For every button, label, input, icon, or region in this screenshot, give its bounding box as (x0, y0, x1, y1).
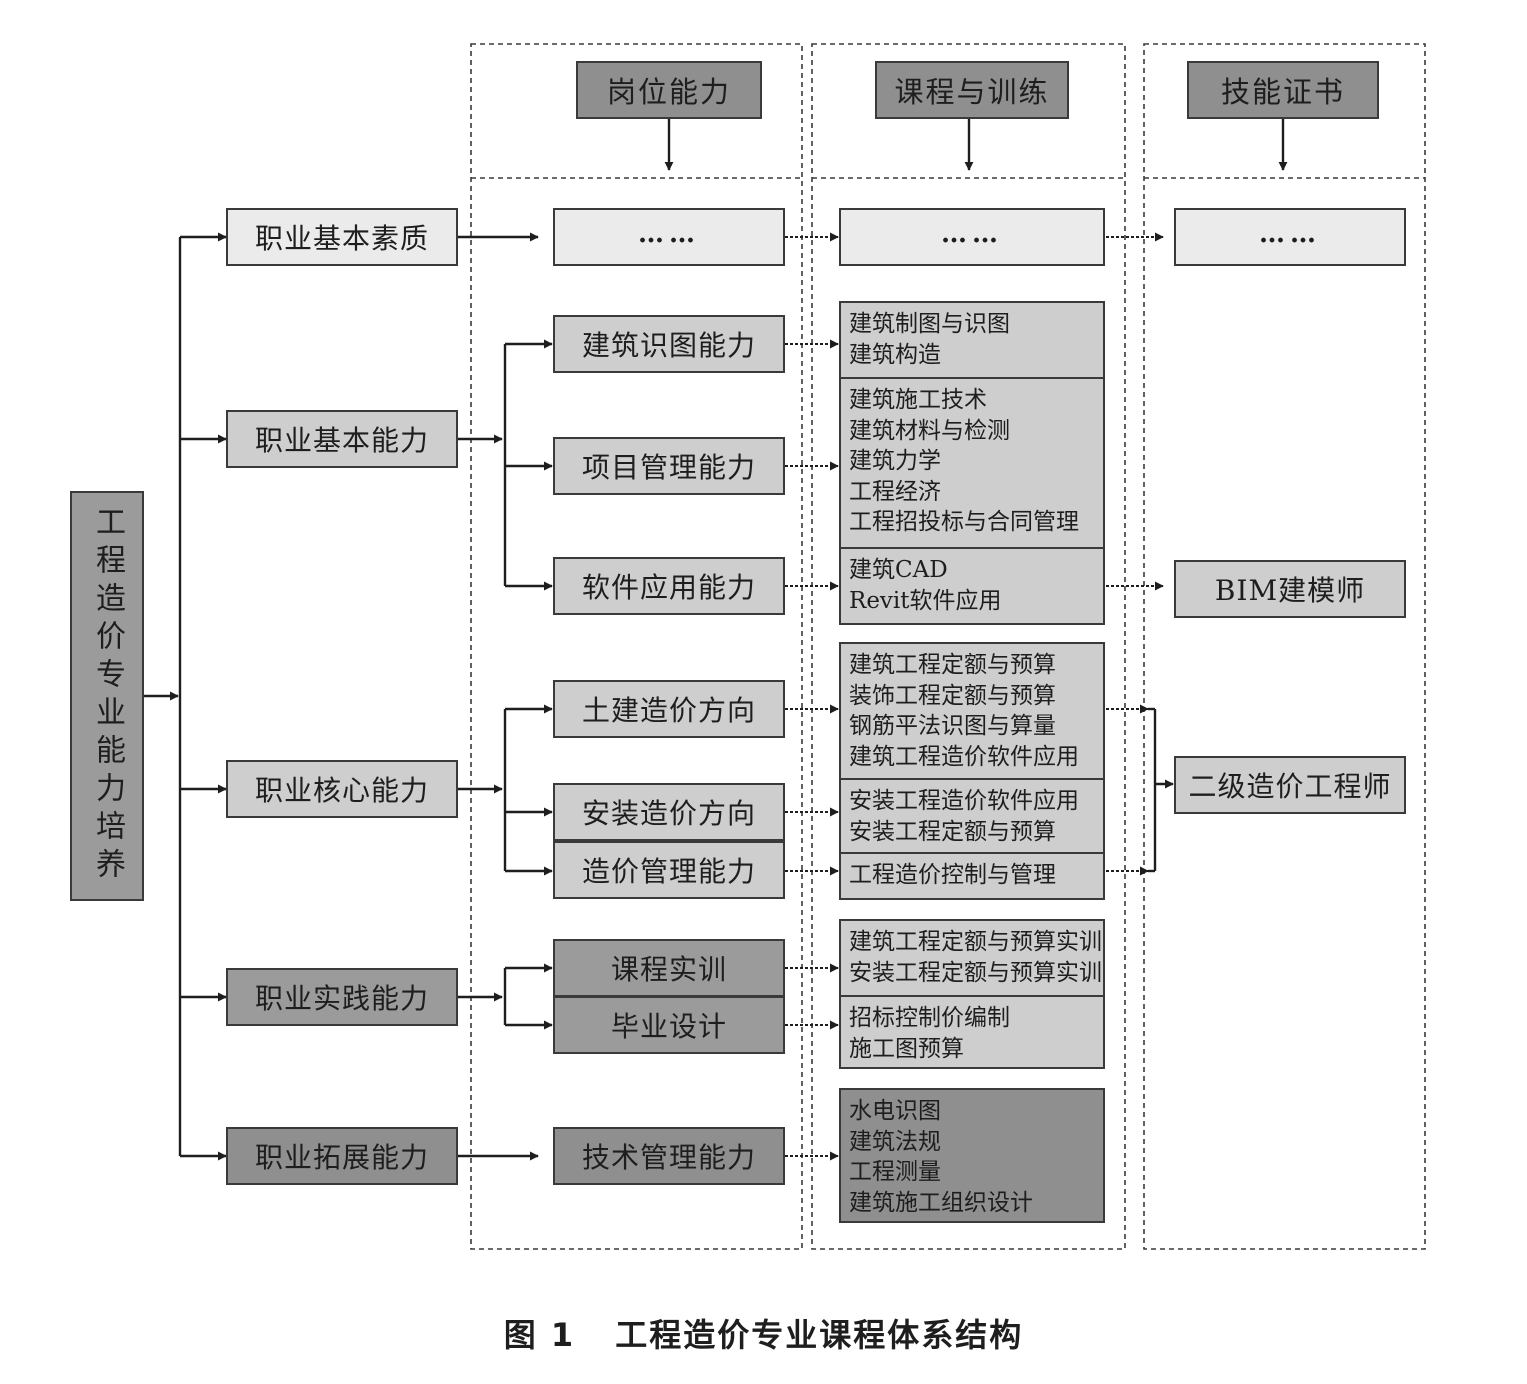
figure-caption: 图 1 工程造价专业课程体系结构 (0, 1310, 1527, 1356)
frame-course-column (811, 43, 1126, 1250)
root-label: 工程造价专业能力培养 (90, 506, 125, 886)
course-group-cost-mgmt: 工程造价控制与管理 (839, 852, 1105, 900)
category-extend: 职业拓展能力 (226, 1127, 458, 1185)
course-item: Revit软件应用 (849, 587, 1002, 614)
frame-certificate-column (1143, 43, 1426, 1250)
course-item: 建筑工程造价软件应用 (849, 743, 1079, 770)
figure-title: 工程造价专业课程体系结构 (615, 1316, 1024, 1354)
course-item: 招标控制价编制 (849, 1005, 1010, 1031)
course-item: 建筑法规 (849, 1128, 941, 1155)
course-item: 安装工程定额与预算 (849, 818, 1056, 845)
course-item: 建筑施工技术 (849, 387, 987, 413)
course-group-software: 建筑CAD Revit软件应用 (839, 547, 1105, 625)
ability-cost-mgmt: 造价管理能力 (553, 841, 785, 899)
course-item: 装饰工程定额与预算 (849, 682, 1056, 709)
ability-software: 软件应用能力 (553, 557, 785, 615)
solid-connectors (144, 118, 1288, 1161)
ability-ellipsis: …… (553, 208, 785, 266)
column-frames (470, 43, 1426, 1250)
category-practice: 职业实践能力 (226, 968, 458, 1026)
category-quality: 职业基本素质 (226, 208, 458, 266)
ability-graduation: 毕业设计 (553, 996, 785, 1054)
course-ellipsis: …… (839, 208, 1105, 266)
course-item: 工程造价控制与管理 (849, 862, 1056, 888)
course-group-tech-mgmt: 水电识图 建筑法规 工程测量 建筑施工组织设计 (839, 1088, 1105, 1223)
ability-civil: 土建造价方向 (553, 680, 785, 738)
dashed-connectors (785, 232, 1164, 1161)
course-item: 建筑材料与检测 (849, 417, 1010, 444)
category-basic: 职业基本能力 (226, 410, 458, 468)
course-item: 施工图预算 (849, 1035, 964, 1062)
course-item: 建筑CAD (849, 557, 948, 583)
category-core: 职业核心能力 (226, 760, 458, 818)
ability-drawing: 建筑识图能力 (553, 315, 785, 373)
frame-position-column (470, 43, 803, 1250)
ability-training: 课程实训 (553, 939, 785, 997)
certificate-ellipsis: …… (1174, 208, 1406, 266)
certificate-cost-engineer: 二级造价工程师 (1174, 756, 1406, 814)
course-item: 建筑工程定额与预算实训 (849, 929, 1102, 955)
course-item: 安装工程造价软件应用 (849, 788, 1079, 814)
course-item: 工程经济 (849, 478, 941, 505)
course-item: 钢筋平法识图与算量 (849, 713, 1056, 739)
root-node: 工程造价专业能力培养 (70, 491, 144, 901)
course-item: 建筑力学 (849, 448, 941, 474)
certificate-bim: BIM建模师 (1174, 560, 1406, 618)
header-certificate: 技能证书 (1187, 61, 1379, 119)
header-position-ability: 岗位能力 (576, 61, 762, 119)
course-item: 建筑构造 (849, 341, 941, 368)
course-item: 工程测量 (849, 1159, 941, 1185)
ability-project: 项目管理能力 (553, 437, 785, 495)
ability-tech-mgmt: 技术管理能力 (553, 1127, 785, 1185)
ability-install: 安装造价方向 (553, 783, 785, 841)
course-item: 工程招投标与合同管理 (849, 509, 1079, 535)
figure-number: 图 1 (503, 1316, 576, 1354)
course-item: 建筑制图与识图 (849, 311, 1010, 337)
course-item: 建筑施工组织设计 (849, 1189, 1033, 1216)
course-group-civil: 建筑工程定额与预算 装饰工程定额与预算 钢筋平法识图与算量 建筑工程造价软件应用 (839, 642, 1105, 780)
header-course-training: 课程与训练 (875, 61, 1069, 119)
course-item: 水电识图 (849, 1098, 941, 1124)
course-item: 安装工程定额与预算实训 (849, 959, 1102, 986)
course-group-project: 建筑施工技术 建筑材料与检测 建筑力学 工程经济 工程招投标与合同管理 (839, 377, 1105, 549)
course-item: 建筑工程定额与预算 (849, 652, 1056, 678)
course-group-training: 建筑工程定额与预算实训 安装工程定额与预算实训 (839, 919, 1105, 997)
course-group-graduation: 招标控制价编制 施工图预算 (839, 995, 1105, 1069)
course-group-drawing: 建筑制图与识图 建筑构造 (839, 301, 1105, 379)
course-group-install: 安装工程造价软件应用 安装工程定额与预算 (839, 778, 1105, 854)
